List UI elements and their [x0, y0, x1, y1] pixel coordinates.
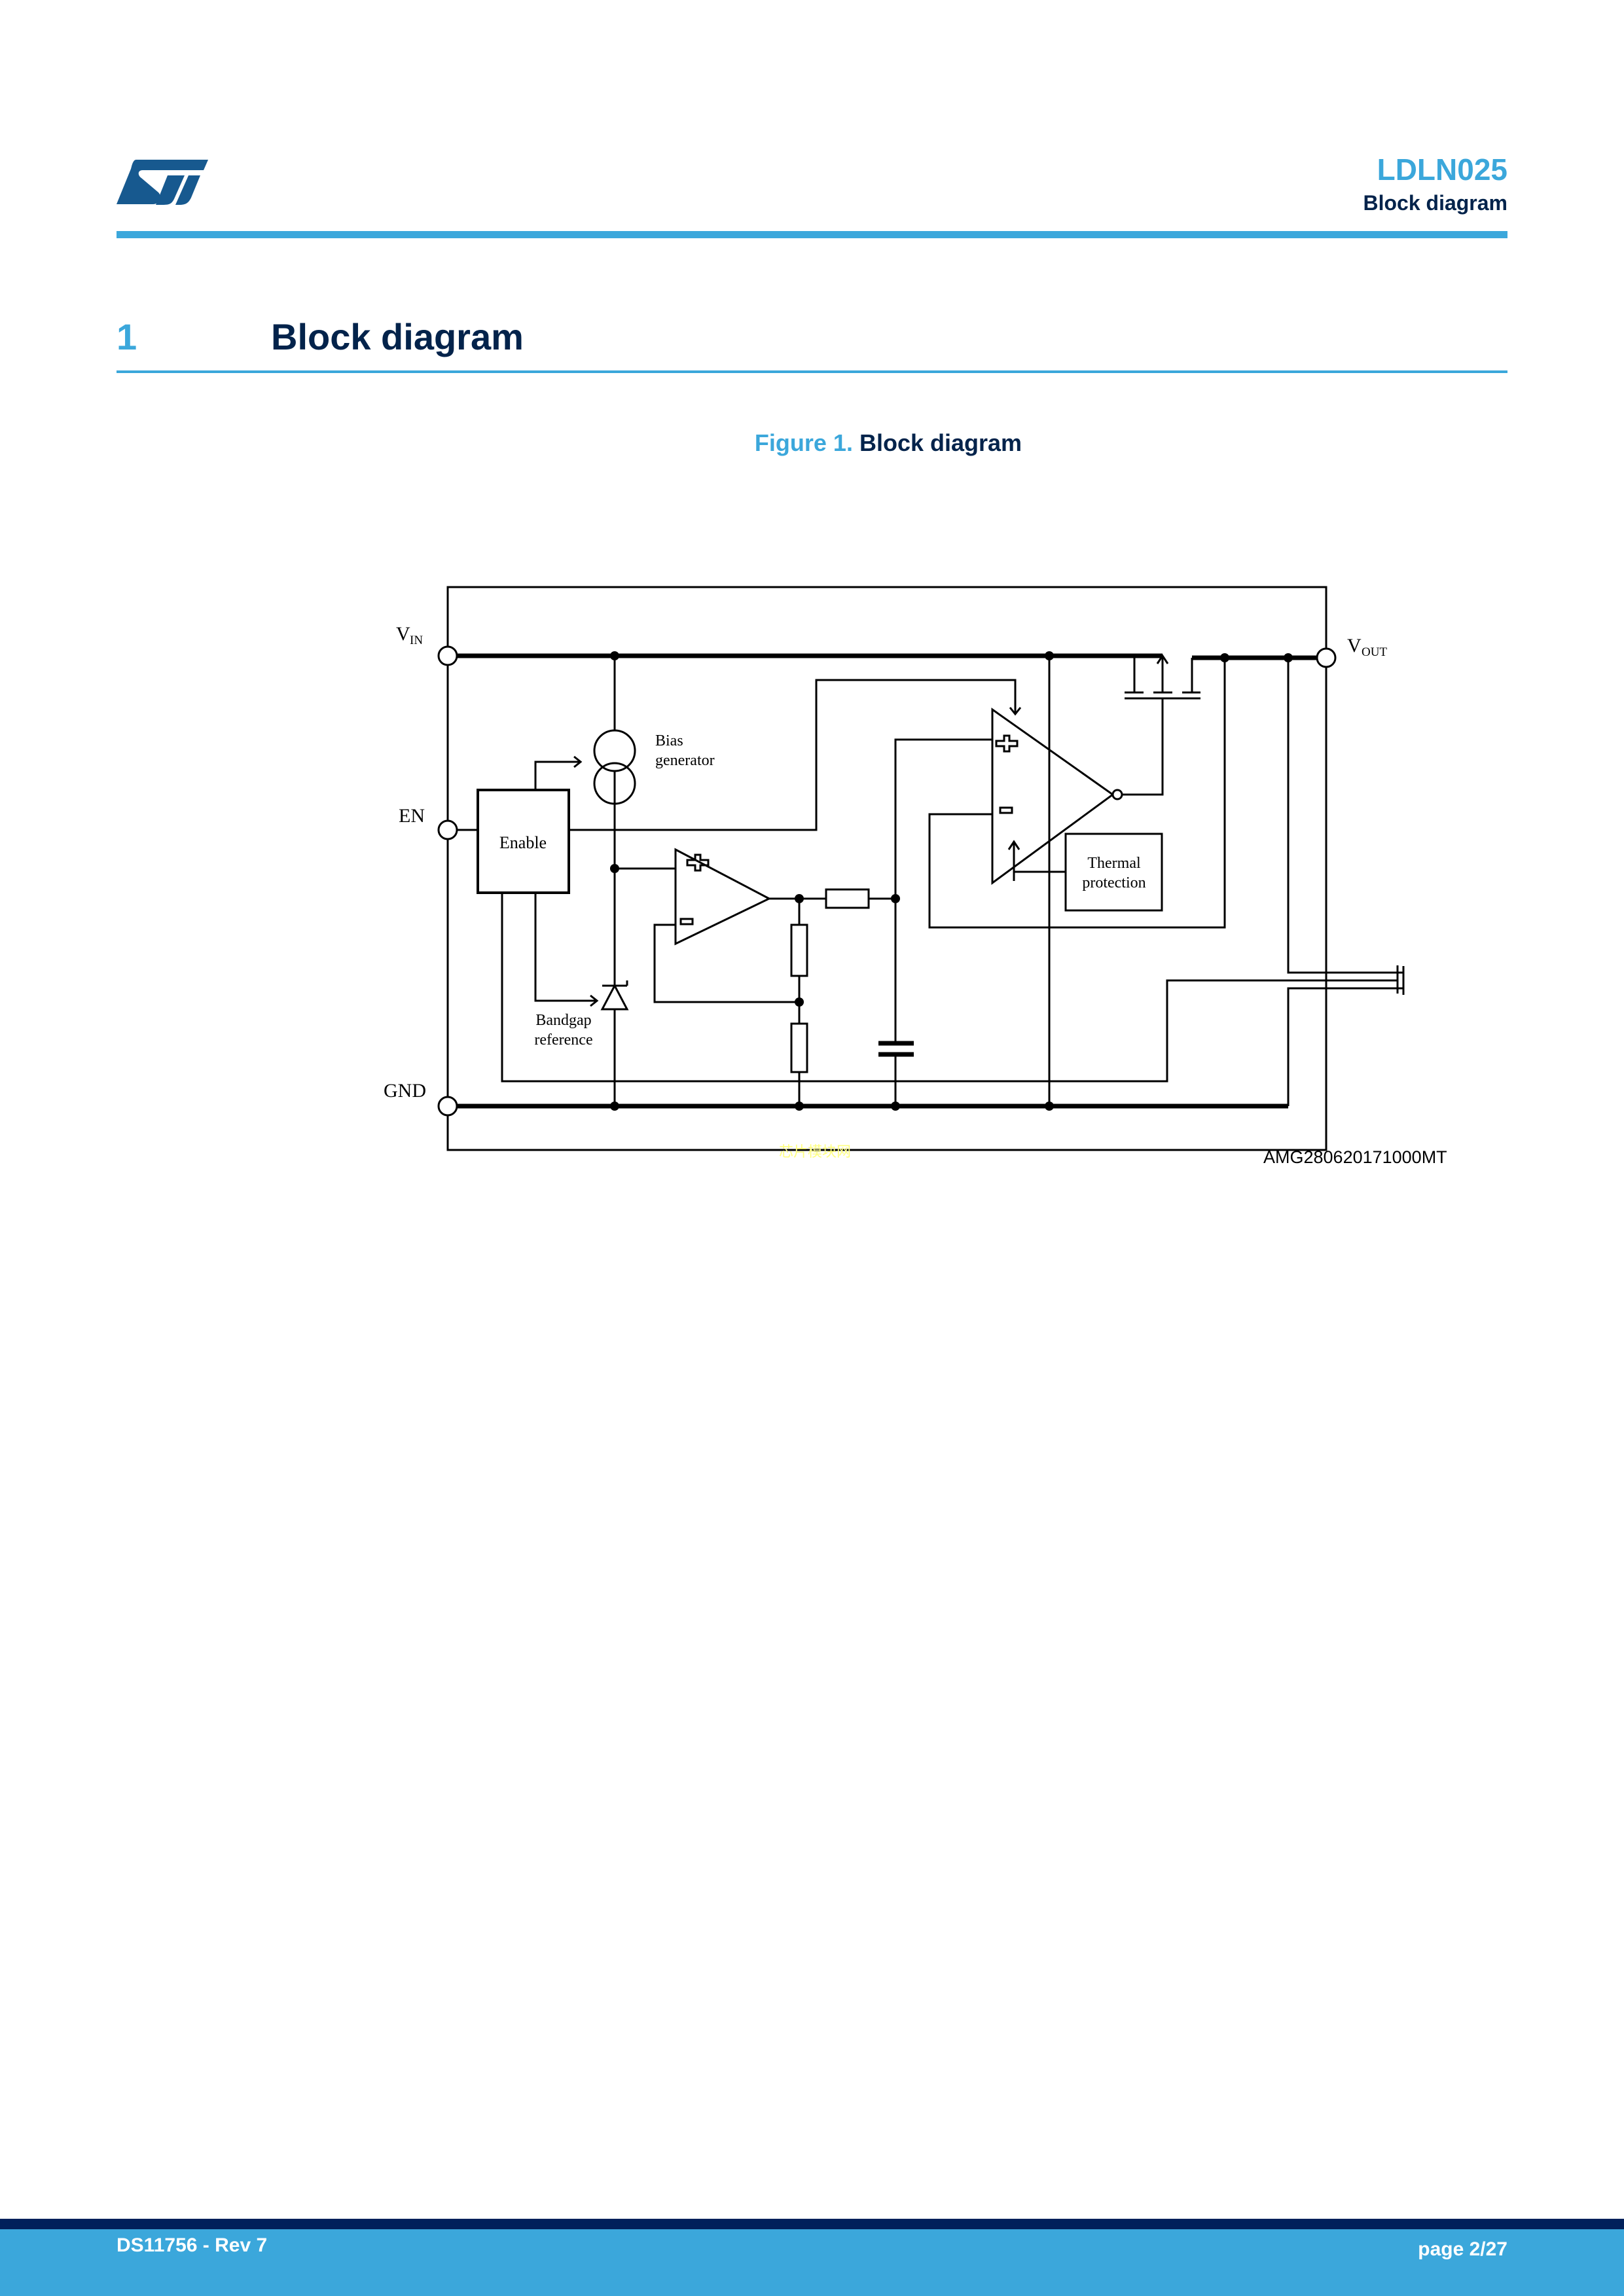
resistor [825, 888, 870, 909]
thermal-label-1: Thermal [1087, 855, 1141, 872]
figure-number: Figure 1. [754, 429, 853, 456]
bandgap-diode [600, 983, 629, 1011]
bias-label-2: generator [655, 752, 715, 769]
bias-label-1: Bias [655, 732, 683, 749]
vout-subscript: OUT [1362, 645, 1387, 659]
figure-caption: Figure 1. Block diagram [0, 429, 1624, 457]
section-number: 1 [117, 316, 137, 357]
thermal-protection-block [1064, 833, 1163, 912]
figure-title: Block diagram [859, 429, 1022, 456]
package-outline [446, 586, 1327, 1151]
section-rule [117, 370, 1507, 373]
gnd-terminal [437, 1096, 458, 1117]
st-logo [117, 160, 208, 205]
footer-rule [0, 2219, 1624, 2229]
footer-bar [0, 2229, 1624, 2296]
vout-terminal [1316, 647, 1337, 668]
resistor [790, 924, 808, 977]
vin-label: V [396, 623, 410, 645]
gnd-label: GND [384, 1080, 426, 1102]
watermark: 芯片模块网 [779, 1143, 852, 1160]
en-terminal [437, 819, 458, 840]
resistor [790, 1022, 808, 1073]
header-rule [117, 231, 1507, 238]
document-title: LDLN025 [1377, 152, 1507, 187]
bandgap-label-1: Bandgap [535, 1012, 591, 1029]
bias-generator-symbol [593, 729, 636, 772]
en-label: EN [399, 805, 425, 827]
enable-block [477, 789, 570, 894]
vout-label: V [1347, 635, 1362, 656]
footer-doc-id: DS11756 - Rev 7 [117, 2234, 268, 2256]
section-title: Block diagram [271, 316, 524, 357]
thermal-label-2: protection [1082, 874, 1146, 891]
footer-page-number: page 2/27 [1418, 2238, 1507, 2260]
document-subtitle: Block diagram [1363, 191, 1507, 215]
error-amplifier [991, 708, 1115, 885]
reference-amplifier [674, 848, 772, 946]
enable-label: Enable [499, 833, 547, 852]
vin-subscript: IN [410, 634, 423, 647]
vin-terminal [437, 645, 458, 666]
bandgap-label-2: reference [534, 1031, 592, 1049]
figure-code: AMG280620171000MT [1263, 1147, 1447, 1167]
